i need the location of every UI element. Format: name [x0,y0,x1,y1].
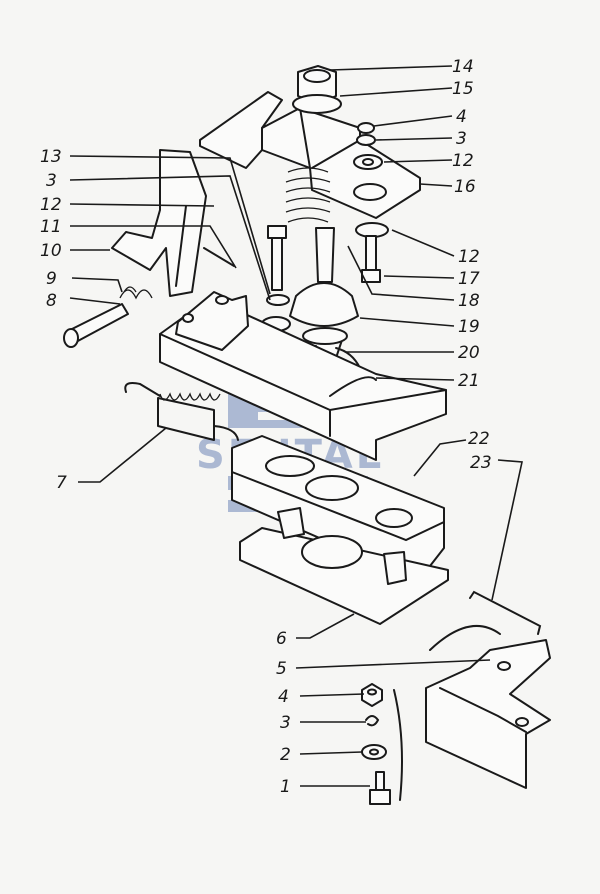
tension-spring-7 [124,382,239,441]
callout-12-right: 12 [458,247,480,267]
bolt-17 [355,222,389,283]
channel-plate-21 [159,291,447,461]
callout-2: 2 [280,745,291,765]
callout-3-bottom: 3 [280,713,291,733]
callout-3-top: 3 [456,129,467,149]
bracket-fasteners [353,122,383,170]
callout-16: 16 [454,177,476,197]
leader-lines [69,65,523,787]
callout-21: 21 [458,371,480,391]
bolt-8 [63,303,129,348]
top-bracket [199,91,421,219]
callout-4-top: 4 [456,107,467,127]
callout-5: 5 [276,659,287,679]
callout-12-left: 12 [40,195,62,215]
callout-9: 9 [46,269,57,289]
nut-14 [292,65,342,114]
callout-22: 22 [468,429,490,449]
callout-1: 1 [280,777,291,797]
callout-12-top: 12 [452,151,474,171]
small-fasteners [361,683,391,805]
callout-3-left: 3 [46,171,57,191]
callout-13: 13 [40,147,62,167]
callout-8: 8 [46,291,57,311]
callout-19: 19 [458,317,480,337]
bracket-5 [393,639,551,801]
callout-15: 15 [452,79,474,99]
wire-clip-23 [429,590,542,651]
callout-6: 6 [276,629,287,649]
callout-10: 10 [40,241,62,261]
callout-4-bottom: 4 [278,687,289,707]
callout-labels: 14 15 4 3 12 16 13 3 12 11 10 9 8 12 17 … [40,57,492,797]
callout-14: 14 [452,57,474,77]
callout-18: 18 [458,291,480,311]
spring-9 [119,286,153,300]
callout-17: 17 [458,269,480,289]
lever-10 [111,149,235,297]
callout-7: 7 [56,473,67,493]
callout-11: 11 [40,217,62,237]
base-plate-6 [239,507,449,625]
callout-20: 20 [458,343,480,363]
callout-23: 23 [470,453,492,473]
